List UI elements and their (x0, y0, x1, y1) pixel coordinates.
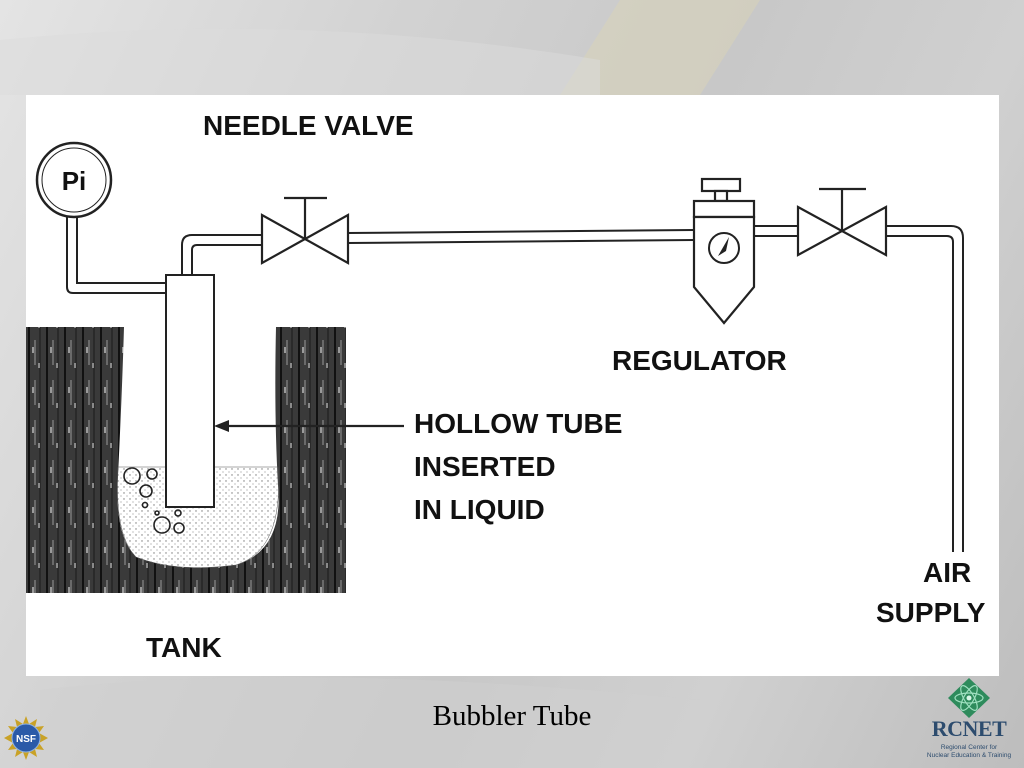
rcnet-subtitle-line2: Nuclear Education & Training (926, 752, 1012, 759)
hollow-tube (165, 274, 215, 508)
needle-valve (260, 196, 350, 265)
bubbler-diagram: Pi (26, 95, 999, 676)
regulator (692, 177, 756, 325)
pressure-gauge: Pi (35, 141, 113, 219)
bubbler-diagram-svg: Pi (26, 110, 986, 663)
regulator-label: REGULATOR (612, 345, 787, 376)
piping (66, 217, 964, 552)
air-supply-label-line2: SUPPLY (876, 597, 986, 628)
air-supply-label-line1: AIR (923, 557, 971, 588)
bubbles (123, 467, 185, 534)
hollow-tube-label-line3: IN LIQUID (414, 494, 545, 525)
gauge-label: Pi (62, 166, 87, 196)
supply-valve (796, 187, 888, 257)
slide-caption: Bubbler Tube (432, 700, 592, 732)
needle-valve-label: NEEDLE VALVE (203, 110, 414, 141)
nsf-logo: NSF (4, 716, 48, 760)
hollow-tube-label-line2: INSERTED (414, 451, 556, 482)
rcnet-title: RCNET (931, 716, 1007, 741)
rcnet-atom-icon (948, 678, 990, 718)
hollow-tube-arrow (214, 420, 404, 432)
tank-label: TANK (146, 632, 222, 663)
hollow-tube-label-line1: HOLLOW TUBE (414, 408, 622, 439)
rcnet-subtitle-line1: Regional Center for (940, 744, 998, 751)
nsf-logo-text: NSF (16, 734, 36, 745)
rcnet-logo: RCNET Regional Center for Nuclear Educat… (920, 676, 1018, 766)
